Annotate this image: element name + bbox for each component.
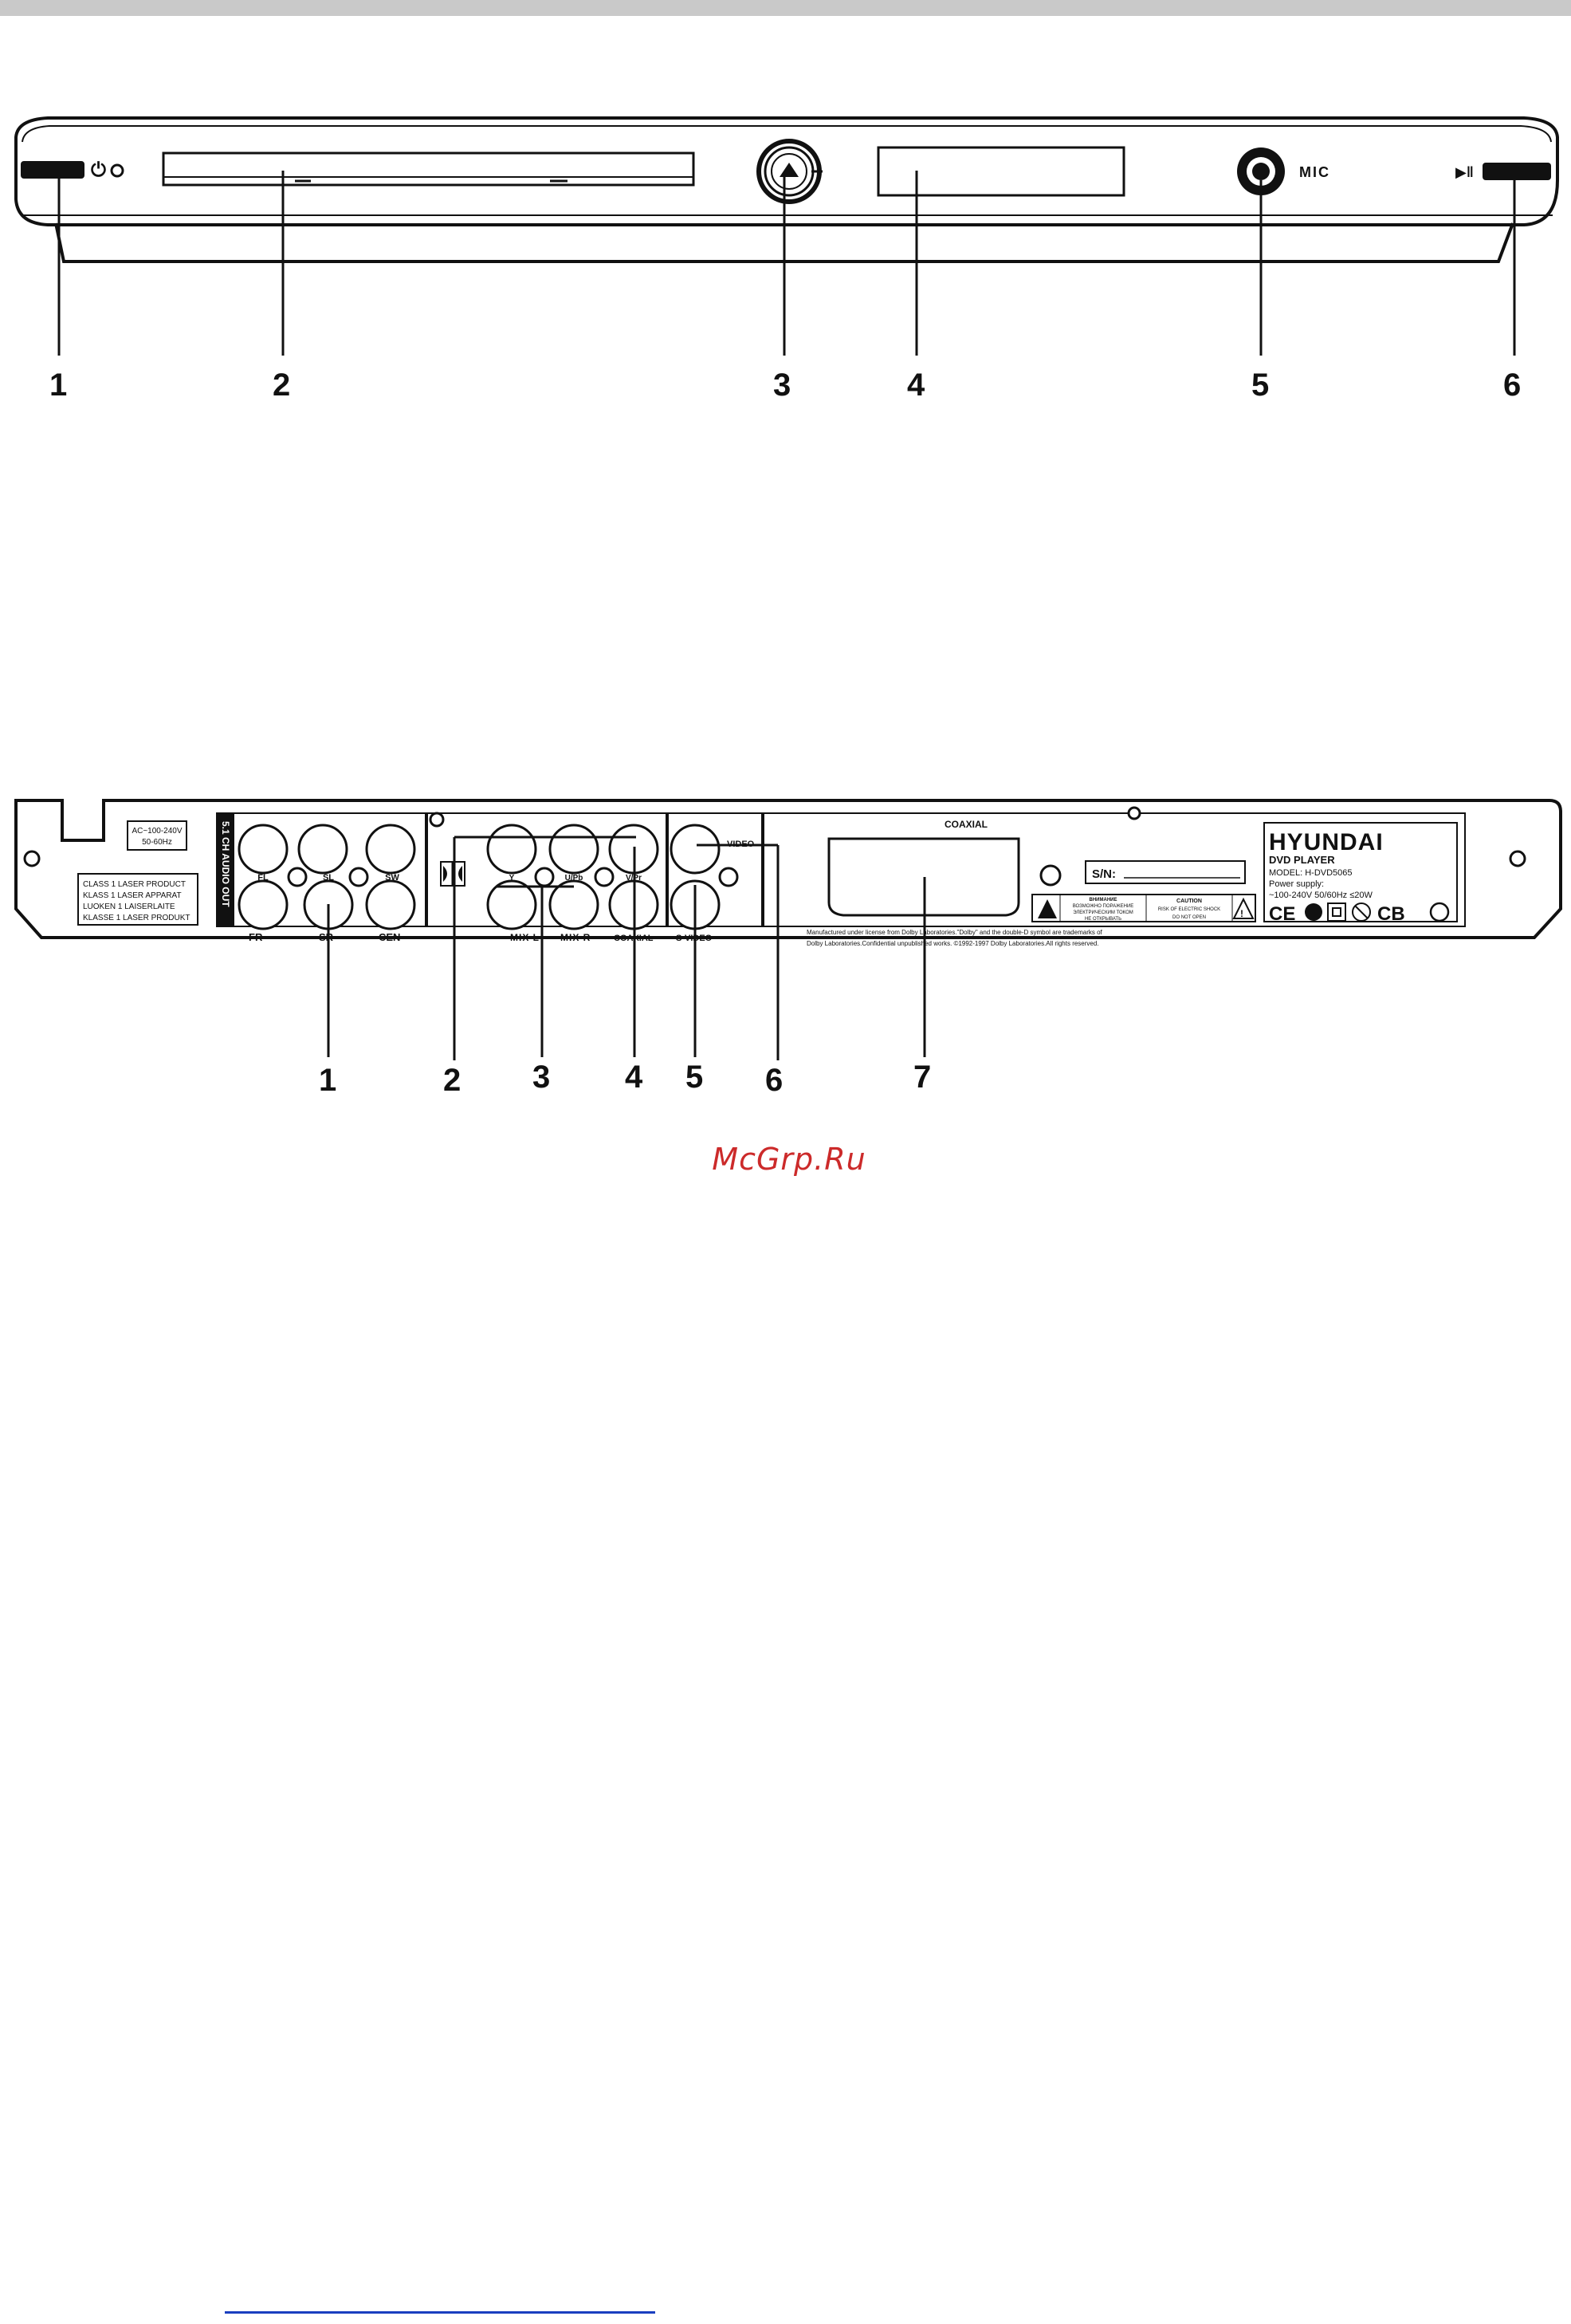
- power-rating: ~100-240V 50/60Hz ≤20W: [1269, 891, 1373, 900]
- footer-link-underline: [225, 2311, 655, 2314]
- display-window: [877, 146, 1125, 197]
- front-callout-6: 6: [1503, 368, 1521, 403]
- front-leader-lines: [57, 171, 1516, 356]
- jack-cen[interactable]: [365, 879, 416, 930]
- jack-pb[interactable]: [548, 824, 599, 875]
- standby-indicator: [110, 163, 124, 178]
- cb-mark: CB: [1377, 903, 1405, 925]
- page-header-band: [0, 0, 1571, 16]
- jack-mix-l[interactable]: [486, 879, 537, 930]
- front-callout-3: 3: [773, 368, 791, 403]
- watermark: McGrp.Ru: [712, 1142, 866, 1177]
- disc-tray[interactable]: [162, 151, 695, 187]
- dolby-logo: [440, 861, 465, 887]
- dolby-notice-line-1: Manufactured under license from Dolby La…: [807, 929, 1103, 936]
- label-fl: FL: [257, 873, 269, 883]
- power-icon: ⏻: [91, 159, 106, 181]
- rear-callout-4: 4: [625, 1060, 643, 1095]
- power-button[interactable]: [21, 161, 84, 179]
- jack-mix-r[interactable]: [548, 879, 599, 930]
- model-number: MODEL: H-DVD5065: [1269, 868, 1353, 878]
- product-name: DVD PLAYER: [1269, 854, 1335, 866]
- serial-number-box: [1085, 860, 1246, 884]
- audio-out-title: 5.1 CH AUDIO OUT: [220, 821, 231, 907]
- ac-rating-label: [127, 820, 187, 851]
- label-mix-r: MIX R: [560, 932, 591, 943]
- rear-callout-5: 5: [685, 1060, 703, 1095]
- mic-label: MIC: [1299, 164, 1330, 180]
- dolby-notice-line-2: Dolby Laboratories.Confidential unpublis…: [807, 940, 1099, 947]
- rear-callout-7: 7: [913, 1060, 931, 1095]
- jack-sw[interactable]: [365, 824, 416, 875]
- label-sw: SW: [385, 873, 399, 883]
- mount-hole-left: [23, 850, 41, 867]
- rear-panel-diagram: AC~100-240V 50-60Hz CLASS 1 LASER PRODUC…: [14, 799, 1562, 1098]
- front-callout-4: 4: [907, 368, 925, 403]
- laser-line-4: KLASSE 1 LASER PRODUKT: [83, 914, 190, 922]
- label-mix-l: MIX L: [510, 932, 540, 943]
- label-fr: FR: [249, 931, 263, 943]
- play-pause-icon: ▶‖: [1455, 164, 1474, 180]
- jack-video[interactable]: [670, 824, 721, 875]
- warning-ru-4: НЕ ОТКРЫВАТЬ: [1085, 917, 1121, 922]
- ac-voltage-text: AC~100-240V: [132, 827, 182, 836]
- laser-line-3: LUOKEN 1 LAISERLAITE: [83, 902, 175, 911]
- rear-leader-lines: [327, 836, 926, 1060]
- warning-en-3: DO NOT OPEN: [1172, 915, 1206, 920]
- front-callout-2: 2: [273, 368, 290, 403]
- label-sl: SL: [323, 873, 334, 883]
- rear-callout-1: 1: [319, 1063, 336, 1098]
- warning-ru-1: ВНИМАНИЕ: [1090, 898, 1117, 902]
- eac-mark-icon: [1305, 903, 1322, 921]
- scart-label: COAXIAL: [945, 819, 988, 830]
- serial-label: S/N:: [1092, 867, 1116, 881]
- warning-ru-2: ВОЗМОЖНО ПОРАЖЕНИЕ: [1073, 904, 1134, 909]
- label-ub: U/Pb: [565, 874, 583, 883]
- dolby-notice-box: [803, 930, 1256, 931]
- play-pause-button[interactable]: [1483, 163, 1551, 180]
- rear-callout-2: 2: [443, 1063, 461, 1098]
- power-supply-label: Power supply:: [1269, 879, 1324, 889]
- audio-out-title-bar: [217, 813, 234, 926]
- warning-triangle-left: [1038, 899, 1057, 918]
- mount-hole-right: [1509, 850, 1526, 867]
- ce-mark: CE: [1269, 903, 1295, 925]
- ac-frequency-text: 50-60Hz: [142, 838, 172, 847]
- label-y: Y: [509, 874, 515, 883]
- open-close-button[interactable]: [756, 139, 823, 204]
- warning-label: [1031, 894, 1256, 922]
- warning-en-1: CAUTION: [1176, 899, 1202, 904]
- label-cen: CEN: [379, 931, 400, 943]
- jack-fr[interactable]: [238, 879, 289, 930]
- rear-callout-6: 6: [765, 1063, 783, 1098]
- laser-class-label: [77, 873, 198, 926]
- svg-text:!: !: [1240, 908, 1243, 919]
- front-callout-5: 5: [1251, 368, 1269, 403]
- warning-triangle-right: [1232, 897, 1255, 919]
- no-disposal-icon: [1352, 902, 1371, 922]
- jack-y[interactable]: [486, 824, 537, 875]
- jack-sl[interactable]: [297, 824, 348, 875]
- jack-fl[interactable]: [238, 824, 289, 875]
- front-callout-1: 1: [49, 368, 67, 403]
- laser-line-1: CLASS 1 LASER PRODUCT: [83, 880, 186, 889]
- recycle-icon: [1429, 902, 1450, 922]
- brand-logo: HYUNDAI: [1269, 829, 1384, 855]
- label-sr: SR: [319, 931, 334, 943]
- rear-callout-3: 3: [532, 1060, 550, 1095]
- mic-jack[interactable]: [1237, 147, 1285, 195]
- warning-ru-3: ЭЛЕКТРИЧЕСКИМ ТОКОМ: [1073, 910, 1133, 915]
- warning-en-2: RISK OF ELECTRIC SHOCK: [1158, 907, 1220, 912]
- laser-line-2: KLASS 1 LASER APPARAT: [83, 891, 182, 900]
- front-panel-diagram: ⏻ MIC ▶‖ 1 2 3 4 5 6: [14, 116, 1559, 403]
